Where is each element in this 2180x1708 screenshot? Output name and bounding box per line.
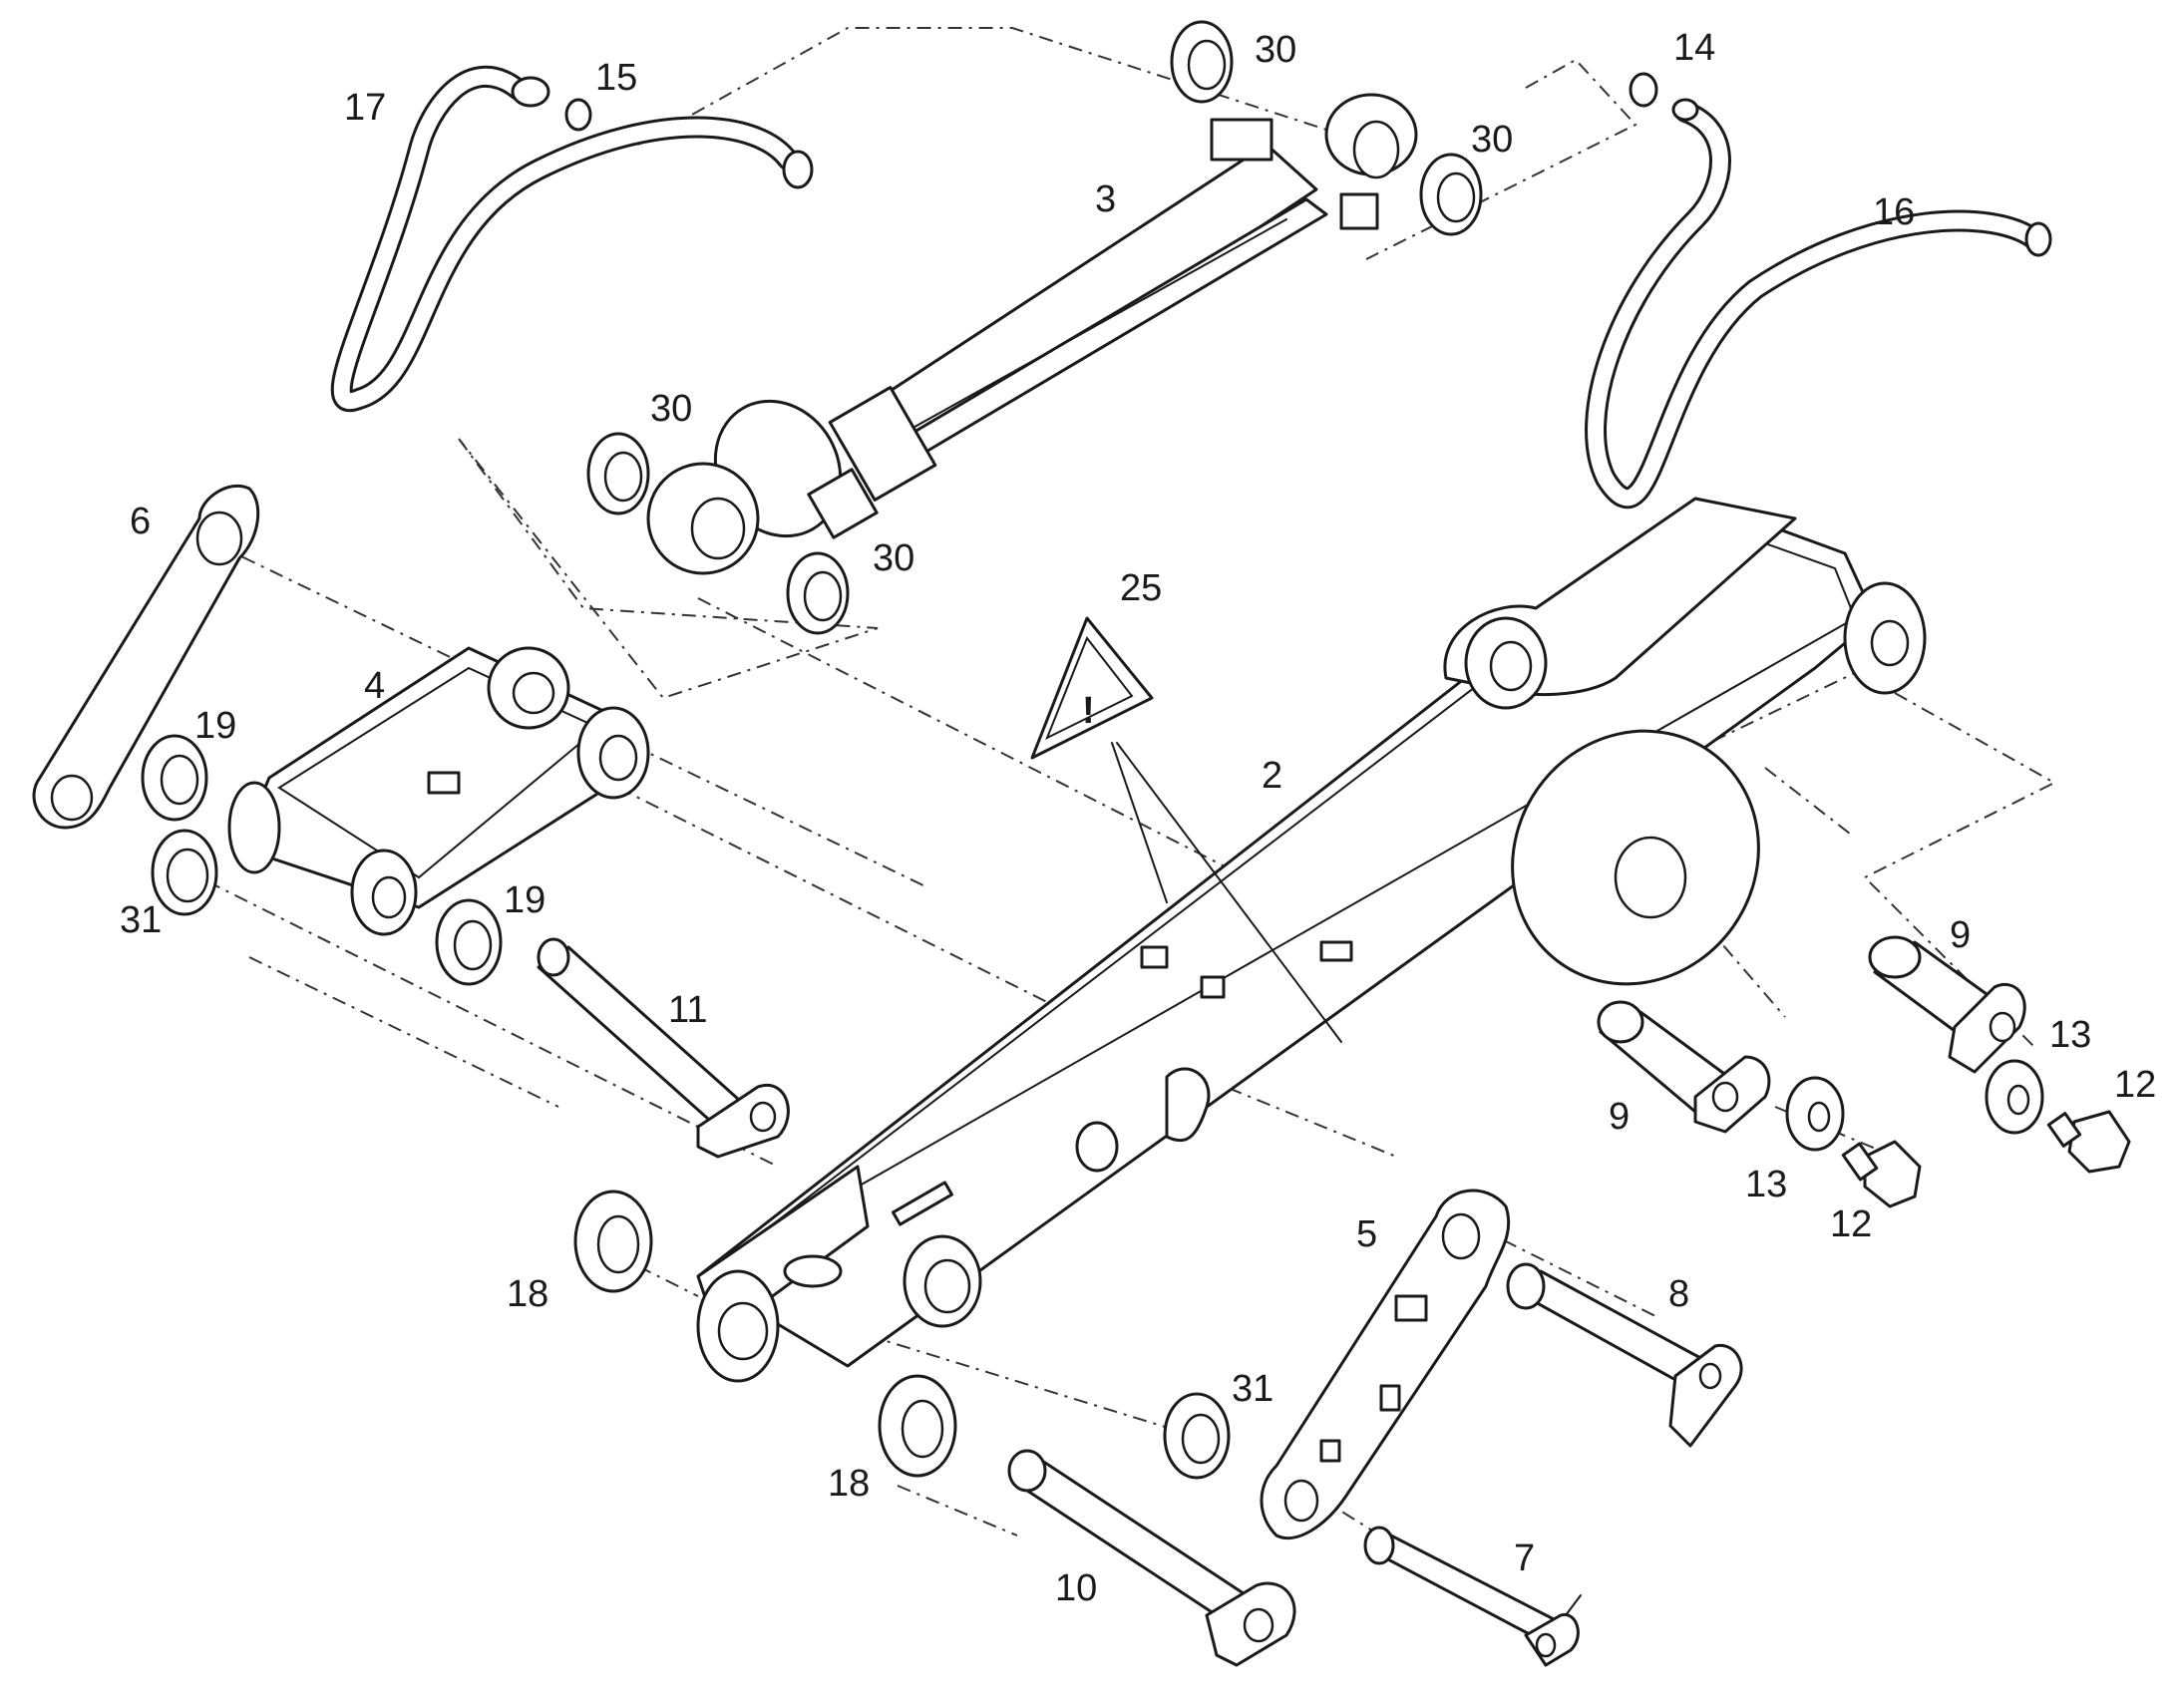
- link-5: [1260, 1189, 1511, 1540]
- rocker-4: [227, 646, 650, 936]
- bushing-9-lower: [1597, 1000, 1771, 1134]
- washer-13-lower: [1785, 1076, 1845, 1152]
- pin-10: [1007, 1449, 1296, 1667]
- bushing-18-upper: [573, 1190, 653, 1293]
- warning-glyph: !: [1082, 690, 1095, 732]
- callout-19-upper: 19: [194, 705, 236, 747]
- callout-18-lower: 18: [828, 1463, 870, 1505]
- warning-triangle-icon: !: [1030, 616, 1342, 1043]
- pin-11: [537, 937, 790, 1159]
- boom-2: [696, 497, 1927, 1383]
- callout-12-upper: 12: [2114, 1064, 2156, 1106]
- callout-30-right: 30: [1471, 119, 1513, 161]
- callout-31-left: 31: [120, 899, 162, 941]
- hose-17: [330, 65, 814, 413]
- callout-9-lower: 9: [1609, 1096, 1630, 1138]
- callout-16: 16: [1873, 191, 1915, 233]
- washer-31-left: [151, 829, 218, 916]
- callout-3: 3: [1095, 178, 1116, 220]
- callout-8: 8: [1668, 1273, 1689, 1315]
- callout-18-upper: 18: [507, 1273, 548, 1315]
- callout-4: 4: [364, 665, 385, 707]
- callout-30-bottom: 30: [873, 537, 914, 579]
- bushing-18-lower: [878, 1374, 957, 1478]
- callout-17: 17: [344, 87, 386, 129]
- callout-6: 6: [130, 501, 151, 542]
- callout-15: 15: [595, 57, 637, 99]
- bearing-30-bottom: [786, 551, 850, 635]
- link-6: [32, 484, 260, 830]
- callout-25: 25: [1120, 567, 1162, 609]
- bearing-30-top: [1170, 20, 1234, 104]
- callout-19-lower: 19: [504, 879, 545, 921]
- callout-30-left: 30: [650, 388, 692, 430]
- pin-8: [1506, 1262, 1743, 1448]
- bolt-12-upper: [2046, 1110, 2131, 1174]
- washer-13-upper: [1985, 1059, 2044, 1135]
- bolt-12-lower: [1841, 1140, 1922, 1208]
- callout-14: 14: [1673, 27, 1715, 69]
- pin-7: [1363, 1526, 1582, 1667]
- callout-10: 10: [1055, 1567, 1097, 1609]
- washer-31-bottom: [1163, 1392, 1231, 1480]
- hydraulic-cylinder-3: [646, 93, 1418, 575]
- callout-labels: 2 3 4 5 6 7 8 9 9 10 11 12 12 13 13 14 1…: [120, 27, 2156, 1609]
- callout-11: 11: [668, 989, 707, 1031]
- callout-30-top: 30: [1255, 29, 1296, 71]
- bushing-9-upper: [1868, 935, 2026, 1074]
- hose-16: [1585, 98, 2052, 509]
- o-ring-14: [1629, 72, 1658, 108]
- bearing-30-right: [1419, 153, 1483, 236]
- callout-31-bottom: 31: [1232, 1368, 1273, 1410]
- washer-19-upper: [141, 734, 208, 822]
- callout-12-lower: 12: [1830, 1203, 1872, 1245]
- callout-7: 7: [1514, 1537, 1535, 1579]
- callout-2: 2: [1262, 755, 1282, 797]
- washer-19-lower: [435, 898, 503, 986]
- bearing-30-left: [586, 432, 650, 515]
- callout-13-upper: 13: [2049, 1014, 2091, 1056]
- callout-9-upper: 9: [1950, 914, 1971, 956]
- callout-13-lower: 13: [1745, 1164, 1787, 1205]
- seal-ring-15: [564, 98, 592, 132]
- callout-5: 5: [1356, 1213, 1377, 1255]
